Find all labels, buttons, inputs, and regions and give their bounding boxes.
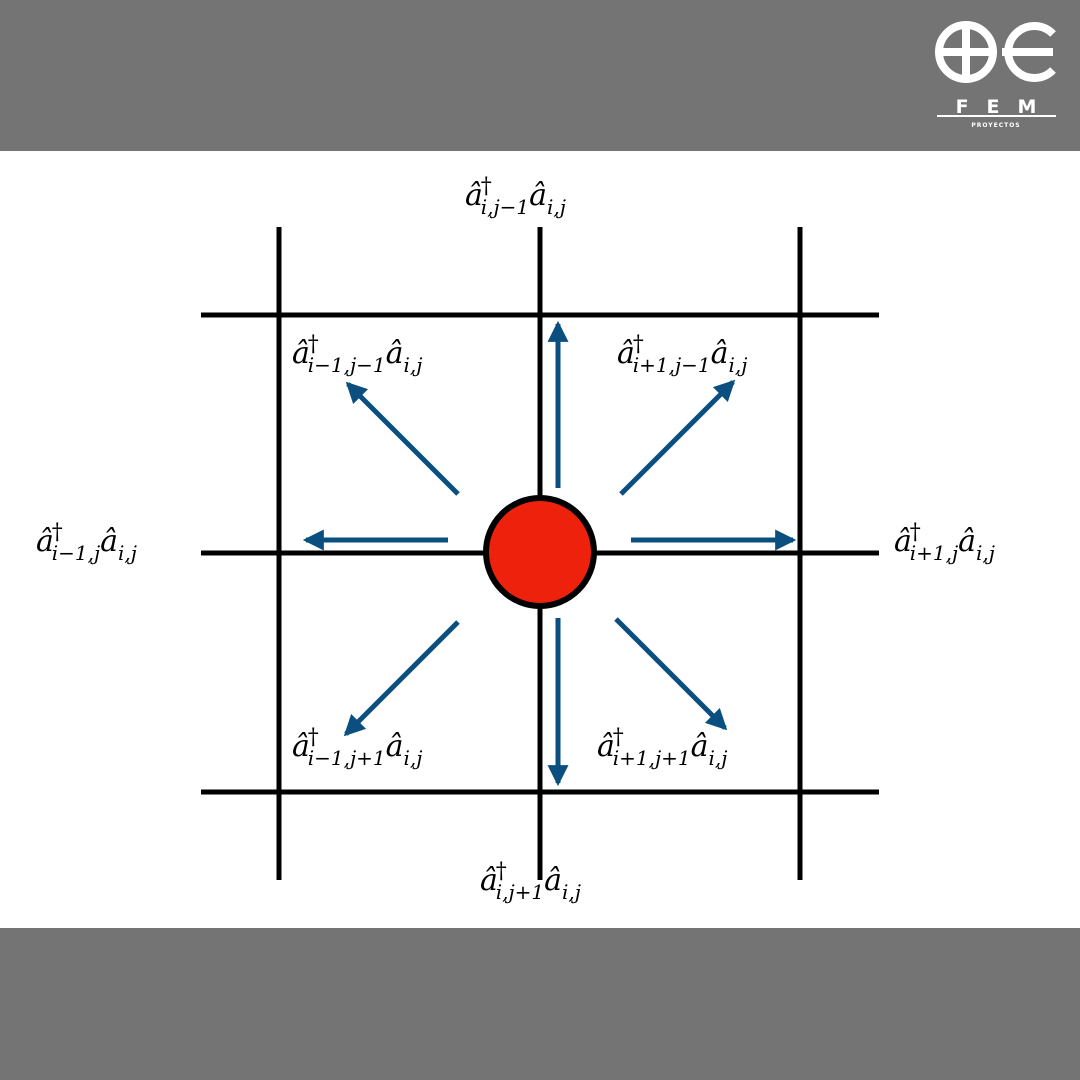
operator-label-down-left: â†i−1,j+1âi,j — [292, 724, 423, 770]
operator-label-down: â†i,j+1âi,j — [480, 858, 581, 904]
arrow-down-right — [614, 617, 728, 731]
lattice-site — [483, 495, 597, 609]
logo-tagline: PROYECTOS — [971, 122, 1021, 129]
operator-label-up: â†i,j−1âi,j — [465, 173, 566, 219]
arrow-up-left — [345, 381, 460, 496]
operator-label-up-left: â†i−1,j−1âi,j — [292, 331, 423, 377]
operator-label-up-right: â†i+1,j−1âi,j — [617, 331, 748, 377]
hopping-arrows — [302, 320, 797, 787]
logo-mark — [935, 21, 1056, 83]
bottom-band — [0, 928, 1080, 1080]
operator-label-right: â†i+1,jâi,j — [894, 519, 995, 565]
logo-divider — [937, 115, 1056, 117]
arrow-up-right — [619, 379, 736, 496]
brand-logo: FEM PROYECTOS — [932, 14, 1060, 134]
operator-label-left: â†i−1,jâi,j — [36, 519, 137, 565]
arrow-down-left — [343, 620, 460, 737]
logo-wordmark: FEM — [955, 96, 1055, 118]
operator-label-down-right: â†i+1,j+1âi,j — [597, 724, 728, 770]
top-band — [0, 0, 1080, 151]
